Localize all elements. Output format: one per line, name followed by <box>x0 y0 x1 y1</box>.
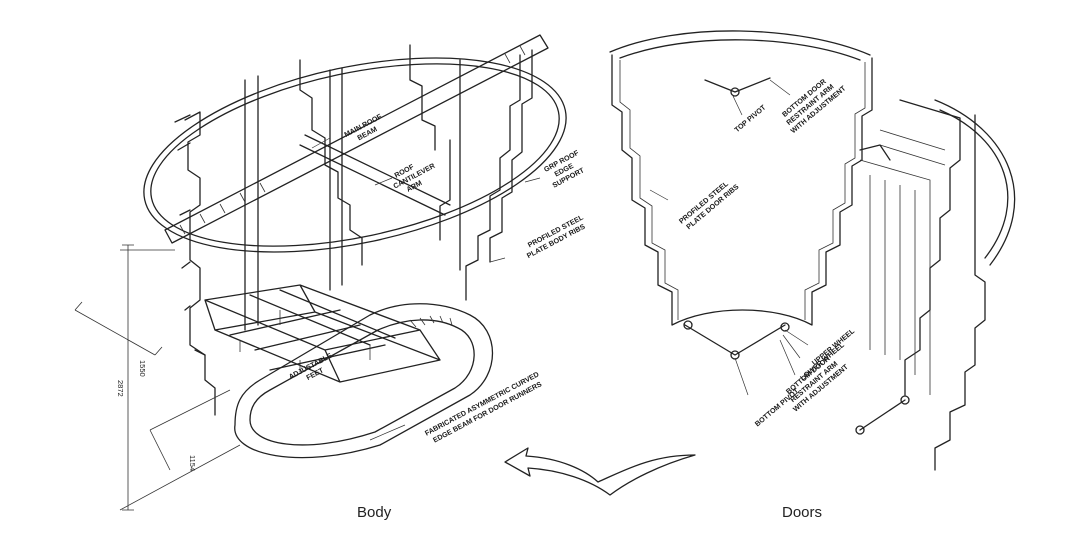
body-rib-right-2 <box>489 49 533 263</box>
body-rib-right <box>465 54 521 301</box>
door-top-arc-inner <box>619 39 861 61</box>
door-2-outline <box>899 99 986 471</box>
dim-1154: 1154 <box>188 455 197 471</box>
label-top-pivot-text: TOP PIVOT <box>732 102 767 134</box>
label-top-pivot: TOP PIVOT <box>732 102 767 134</box>
door-right-arc <box>934 99 1016 266</box>
label-edge-beam-2: EDGE BEAM FOR DOOR RUNNERS <box>431 379 543 444</box>
top-pivot-arm <box>704 77 891 161</box>
label-restraint-arm-top: BOTTOM DOOR RESTRAINT ARM WITH ADJUSTMEN… <box>780 76 848 135</box>
edge-beam-ribs <box>409 315 453 328</box>
edge-beam-outer <box>234 303 493 459</box>
base-frame <box>204 284 441 383</box>
door-2-pivot-icon <box>900 395 910 405</box>
body-rib-left-2 <box>174 114 206 356</box>
adjustable-feet <box>239 310 371 372</box>
body-leaders <box>311 137 541 441</box>
caption-body: Body <box>357 504 392 521</box>
door-2-wheel-icon <box>855 425 865 435</box>
label-grp-roof-edge-support: GRP ROOF EDGE SUPPORT <box>542 148 586 190</box>
label-body-ribs: PROFILED STEEL PLATE BODY RIBS <box>525 212 587 260</box>
body-assembly <box>74 34 567 511</box>
label-main-roof-beam: MAIN ROOF BEAM <box>343 112 384 143</box>
bottom-restraint-arm <box>684 324 906 431</box>
door-1-inner <box>619 60 866 320</box>
dimension-lines <box>74 244 241 511</box>
wheel-left-icon <box>683 320 693 330</box>
door-1-outline <box>611 54 873 326</box>
body-rib-back <box>409 44 451 241</box>
label-door-ribs: PROFILED STEEL PLATE DOOR RIBS <box>677 179 741 231</box>
top-pivot-icon <box>730 87 740 97</box>
dim-1550: 1550 <box>138 360 147 377</box>
rotation-arrow <box>504 447 696 496</box>
label-adjustable-feet: ADJUSTABLE FEET <box>287 351 334 382</box>
dim-2872: 2872 <box>116 380 125 397</box>
roof-cantilever-arm <box>299 134 451 216</box>
label-edge-beam-1: FABRICATED ASYMMETRIC CURVED <box>423 370 540 438</box>
main-roof-beam-steps <box>179 45 526 235</box>
door-2-ribs <box>859 129 946 395</box>
caption-doors: Doors <box>782 504 822 521</box>
upper-wheel-icon <box>780 322 790 332</box>
body-rib-left <box>184 111 216 416</box>
main-roof-beam <box>164 34 549 244</box>
body-rib-centre <box>299 59 363 266</box>
door-right-arc-inner <box>939 109 1009 259</box>
body-posts <box>244 59 461 331</box>
doors-assembly <box>609 30 1016 471</box>
roof-ring <box>143 57 567 253</box>
door-leaders <box>649 79 809 396</box>
edge-beam-inner <box>249 319 475 446</box>
door-top-arc <box>609 30 871 56</box>
roof-ring-inner <box>150 63 560 247</box>
